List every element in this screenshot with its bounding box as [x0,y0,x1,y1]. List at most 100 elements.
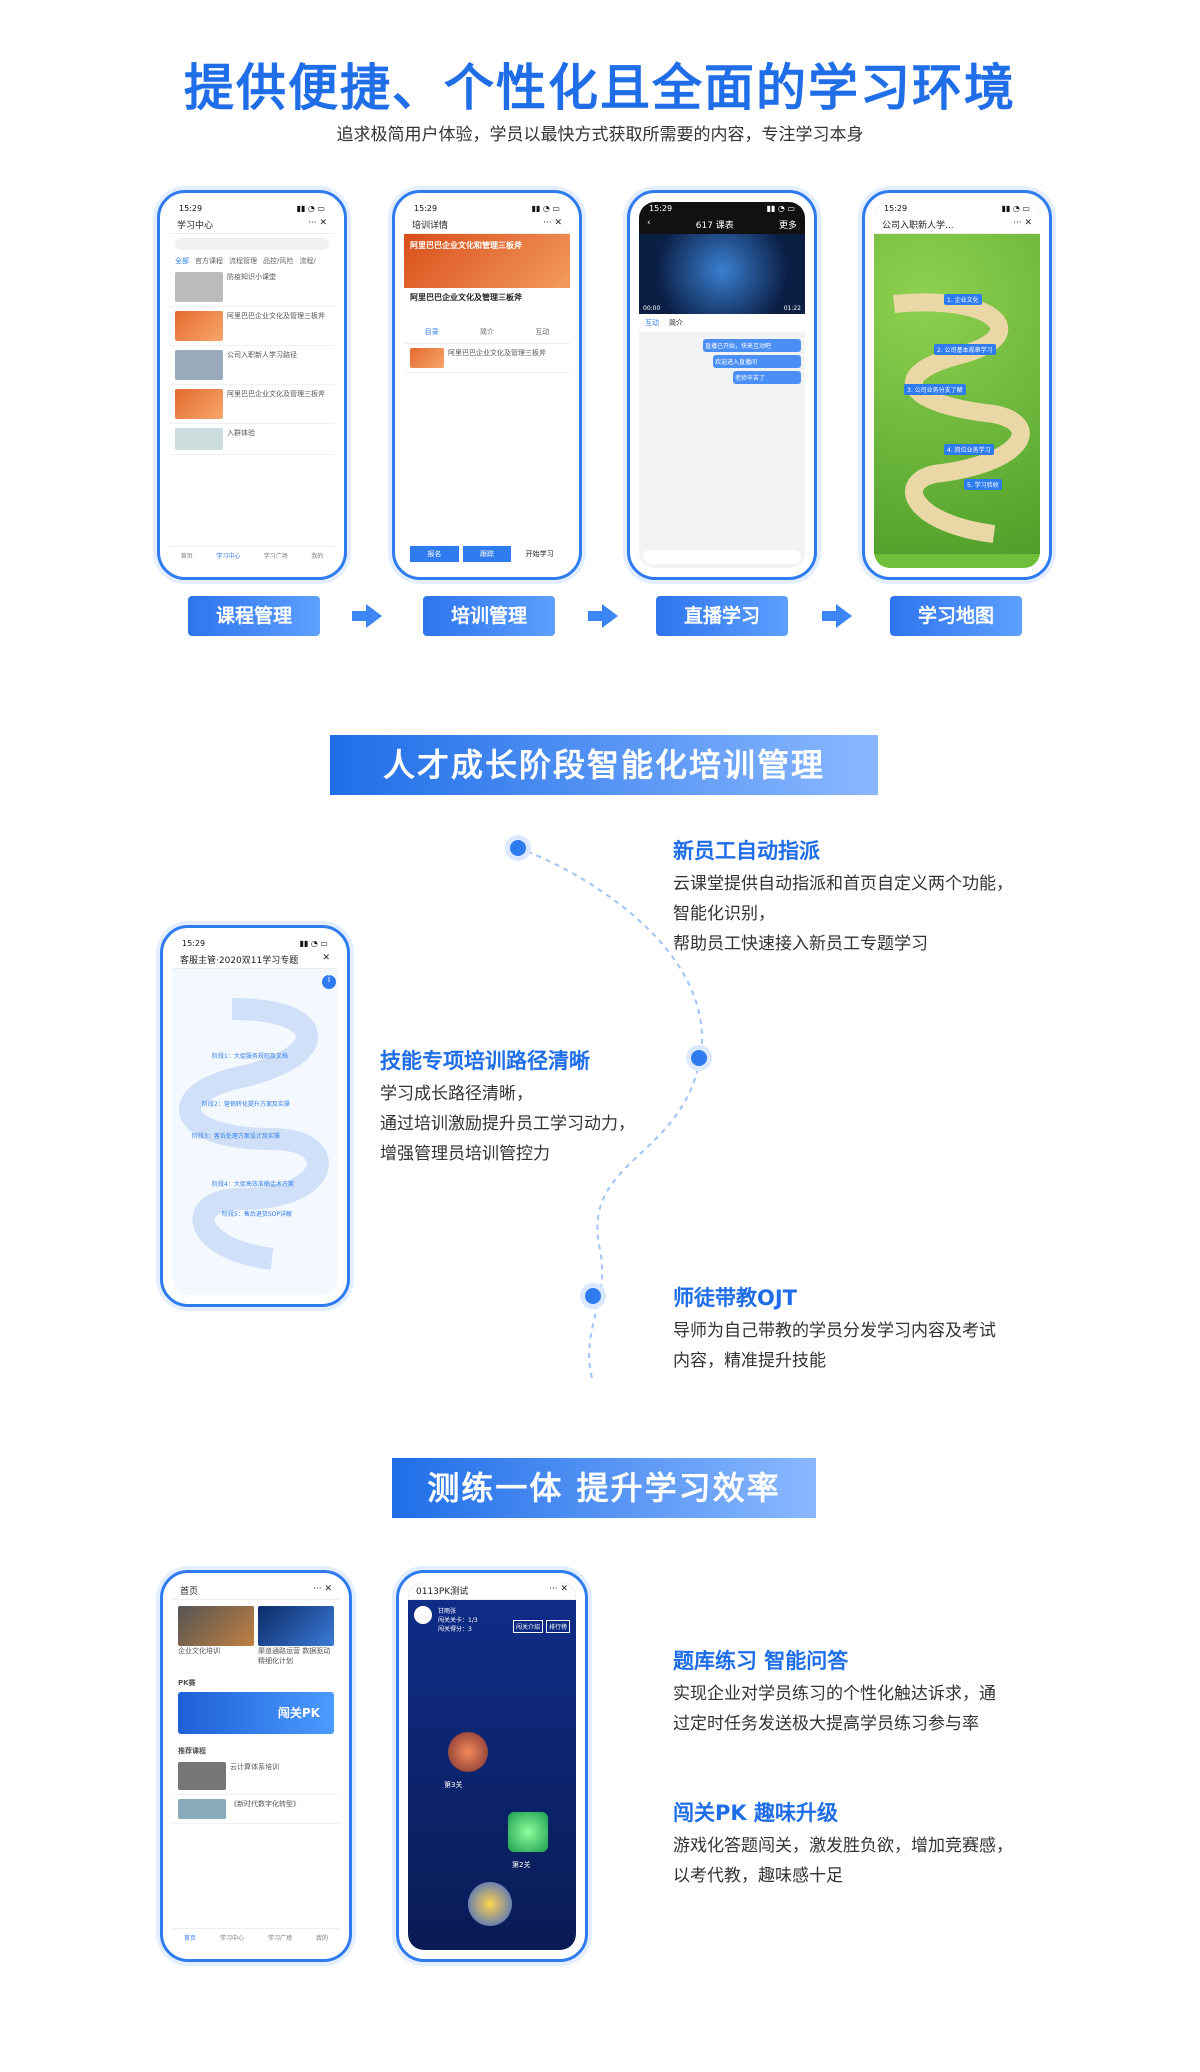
action-bar: 报名 跟踪 开始学习 [410,546,564,562]
arrow-right-icon [588,604,618,628]
chat-input[interactable] [643,550,801,564]
nav-learning[interactable]: 学习中心 [219,1935,244,1942]
path-stage[interactable]: 阶段4：大促高效准确话术方案 [212,1181,294,1188]
map-station[interactable]: 5. 学习验收 [964,479,1002,490]
step-learning-map[interactable]: 学习地图 [890,596,1022,636]
nav-learning[interactable]: 学习中心 [216,553,241,560]
pk-banner[interactable]: 闯关PK [178,1692,334,1734]
nav-me[interactable]: 我的 [311,553,324,560]
tab-interact[interactable]: 互动 [535,328,550,336]
list-item[interactable]: 阿里巴巴企业文化及管理三板斧 [169,307,335,346]
feature-title: 师徒带教OJT [673,1286,797,1310]
tab-official[interactable]: 官方课程 [195,257,223,265]
time-total: 01:22 [783,305,801,312]
tab-risk[interactable]: 品控/风险 [263,257,294,265]
nav-title: 客服主管·2020双11学习专题 [180,956,299,966]
step-course-management[interactable]: 课程管理 [188,596,320,636]
nav-home[interactable]: 首页 [180,553,193,560]
list-item[interactable]: 入群体验 [169,424,335,455]
nav-home[interactable]: 首页 [183,1935,196,1942]
rank-button[interactable]: 排行榜 [545,1620,570,1633]
intro-button[interactable]: 闯关介绍 [512,1620,543,1633]
feature-title: 题库练习 智能问答 [673,1649,849,1673]
list-item[interactable]: 阿里巴巴企业文化及管理三板斧 [169,385,335,424]
nav-me[interactable]: 我的 [315,1935,328,1942]
tab-catalog[interactable]: 目录 [424,328,439,336]
close-icon[interactable]: ✕ [322,953,330,963]
tab-intro[interactable]: 简介 [479,328,494,336]
chat-message: 欢迎进入直播间 [713,355,801,368]
feature-desc: 云课堂提供自动指派和首页自定义两个功能，智能化识别，帮助员工快速接入新员工专题学… [673,874,1013,954]
section-banner: 测练一体 提升学习效率 [392,1458,816,1518]
feature-desc: 导师为自己带教的学员分发学习内容及考试内容，精准提升技能 [673,1321,996,1371]
path-road [179,998,329,1270]
more-link[interactable]: 更多 [778,221,797,231]
close-icon[interactable]: ··· ✕ [313,1584,332,1594]
path-stage[interactable]: 阶段2：营销转化提升方案及实操 [202,1101,290,1108]
map-path [893,293,1030,543]
nav-title: 培训详情 [412,221,449,231]
course-card[interactable]: 渠道通路运营 数据驱动精细化计划 [258,1606,334,1666]
list-item[interactable]: 防疫知识小课堂 [169,268,335,307]
phone-learning-path: 15:29▮▮ ◔ ▭ 客服主管·2020双11学习专题✕ i 阶段1：大促服务… [160,925,350,1307]
tab-more[interactable]: 流程/ [299,257,316,265]
list-item[interactable]: 公司入职新人学习路径 [169,346,335,385]
map-station[interactable]: 1. 企业文化 [944,294,982,305]
map-station[interactable]: 2. 公司基本规章学习 [934,344,996,355]
avatar [414,1606,432,1624]
map-station[interactable]: 4. 岗位业务学习 [944,444,994,455]
search-input[interactable] [175,238,329,250]
nav-square[interactable]: 学习广场 [263,553,288,560]
nav-title: 617 课表 [695,221,734,231]
nav-title: 首页 [180,1587,199,1597]
status-time: 15:29 [414,204,438,213]
tab-intro[interactable]: 简介 [669,319,683,327]
list-item[interactable]: 阿里巴巴企业文化及管理三板斧 [404,344,570,373]
nav-title: 公司入职新人学... [882,221,954,231]
current-level-node[interactable] [468,1882,512,1926]
chat-message: 直播已开始，快来互动吧 [703,339,801,352]
path-stage[interactable]: 阶段3：客诉处理方案设计及实操 [192,1133,280,1140]
start-learning-button[interactable]: 开始学习 [525,550,554,558]
feature-desc: 学习成长路径清晰，通过培训激励提升员工学习动力，增强管理员培训管控力 [380,1084,635,1164]
level-node[interactable] [508,1812,548,1852]
list-item[interactable]: 《新时代数字化转型》 [172,1795,340,1824]
bottom-nav: 首页 学习中心 学习广场 我的 [169,546,335,568]
chat-list: 直播已开始，快来互动吧 欢迎进入直播间 老师辛苦了 [639,332,805,391]
phone-home: 首页··· ✕ 企业文化培训 渠道通路运营 数据驱动精细化计划 PK赛 闯关PK… [160,1570,352,1962]
close-icon[interactable]: ··· ✕ [543,218,562,228]
info-icon[interactable]: i [322,975,336,989]
status-time: 15:29 [649,204,673,213]
status-time: 15:29 [884,204,908,213]
feature-desc: 游戏化答题闯关，激发胜负欲，增加竞赛感，以考代教，趣味感十足 [673,1836,1013,1886]
close-icon[interactable]: ··· ✕ [308,218,327,228]
path-stage[interactable]: 阶段1：大促服务规则及文档 [212,1053,288,1060]
step-live-learning[interactable]: 直播学习 [656,596,788,636]
status-time: 15:29 [179,204,203,213]
tab-interact[interactable]: 互动 [645,319,659,327]
course-cards: 企业文化培训 渠道通路运营 数据驱动精细化计划 [172,1600,340,1672]
path-stage[interactable]: 阶段5：售后退货SOP详解 [222,1211,292,1218]
course-card[interactable]: 企业文化培训 [178,1606,254,1666]
map-station[interactable]: 3. 公司业务分支了解 [904,384,966,395]
tab-all[interactable]: 全部 [175,257,189,265]
timeline-dot [691,1050,707,1066]
nav-square[interactable]: 学习广场 [267,1935,292,1942]
arrow-right-icon [822,604,852,628]
close-icon[interactable]: ··· ✕ [549,1584,568,1594]
feature-title: 新员工自动指派 [673,839,820,863]
step-training-management[interactable]: 培训管理 [423,596,555,636]
level-node[interactable] [448,1732,488,1772]
feature-title: 闯关PK 趣味升级 [673,1801,838,1825]
signup-button[interactable]: 报名 [410,546,459,562]
track-button[interactable]: 跟踪 [462,546,512,562]
status-time: 15:29 [182,939,206,948]
tab-process[interactable]: 流程管理 [229,257,257,265]
close-icon[interactable]: ··· ✕ [1013,218,1032,228]
level-label: 第2关 [512,1861,531,1869]
list-item[interactable]: 云计算体系培训 [172,1758,340,1795]
